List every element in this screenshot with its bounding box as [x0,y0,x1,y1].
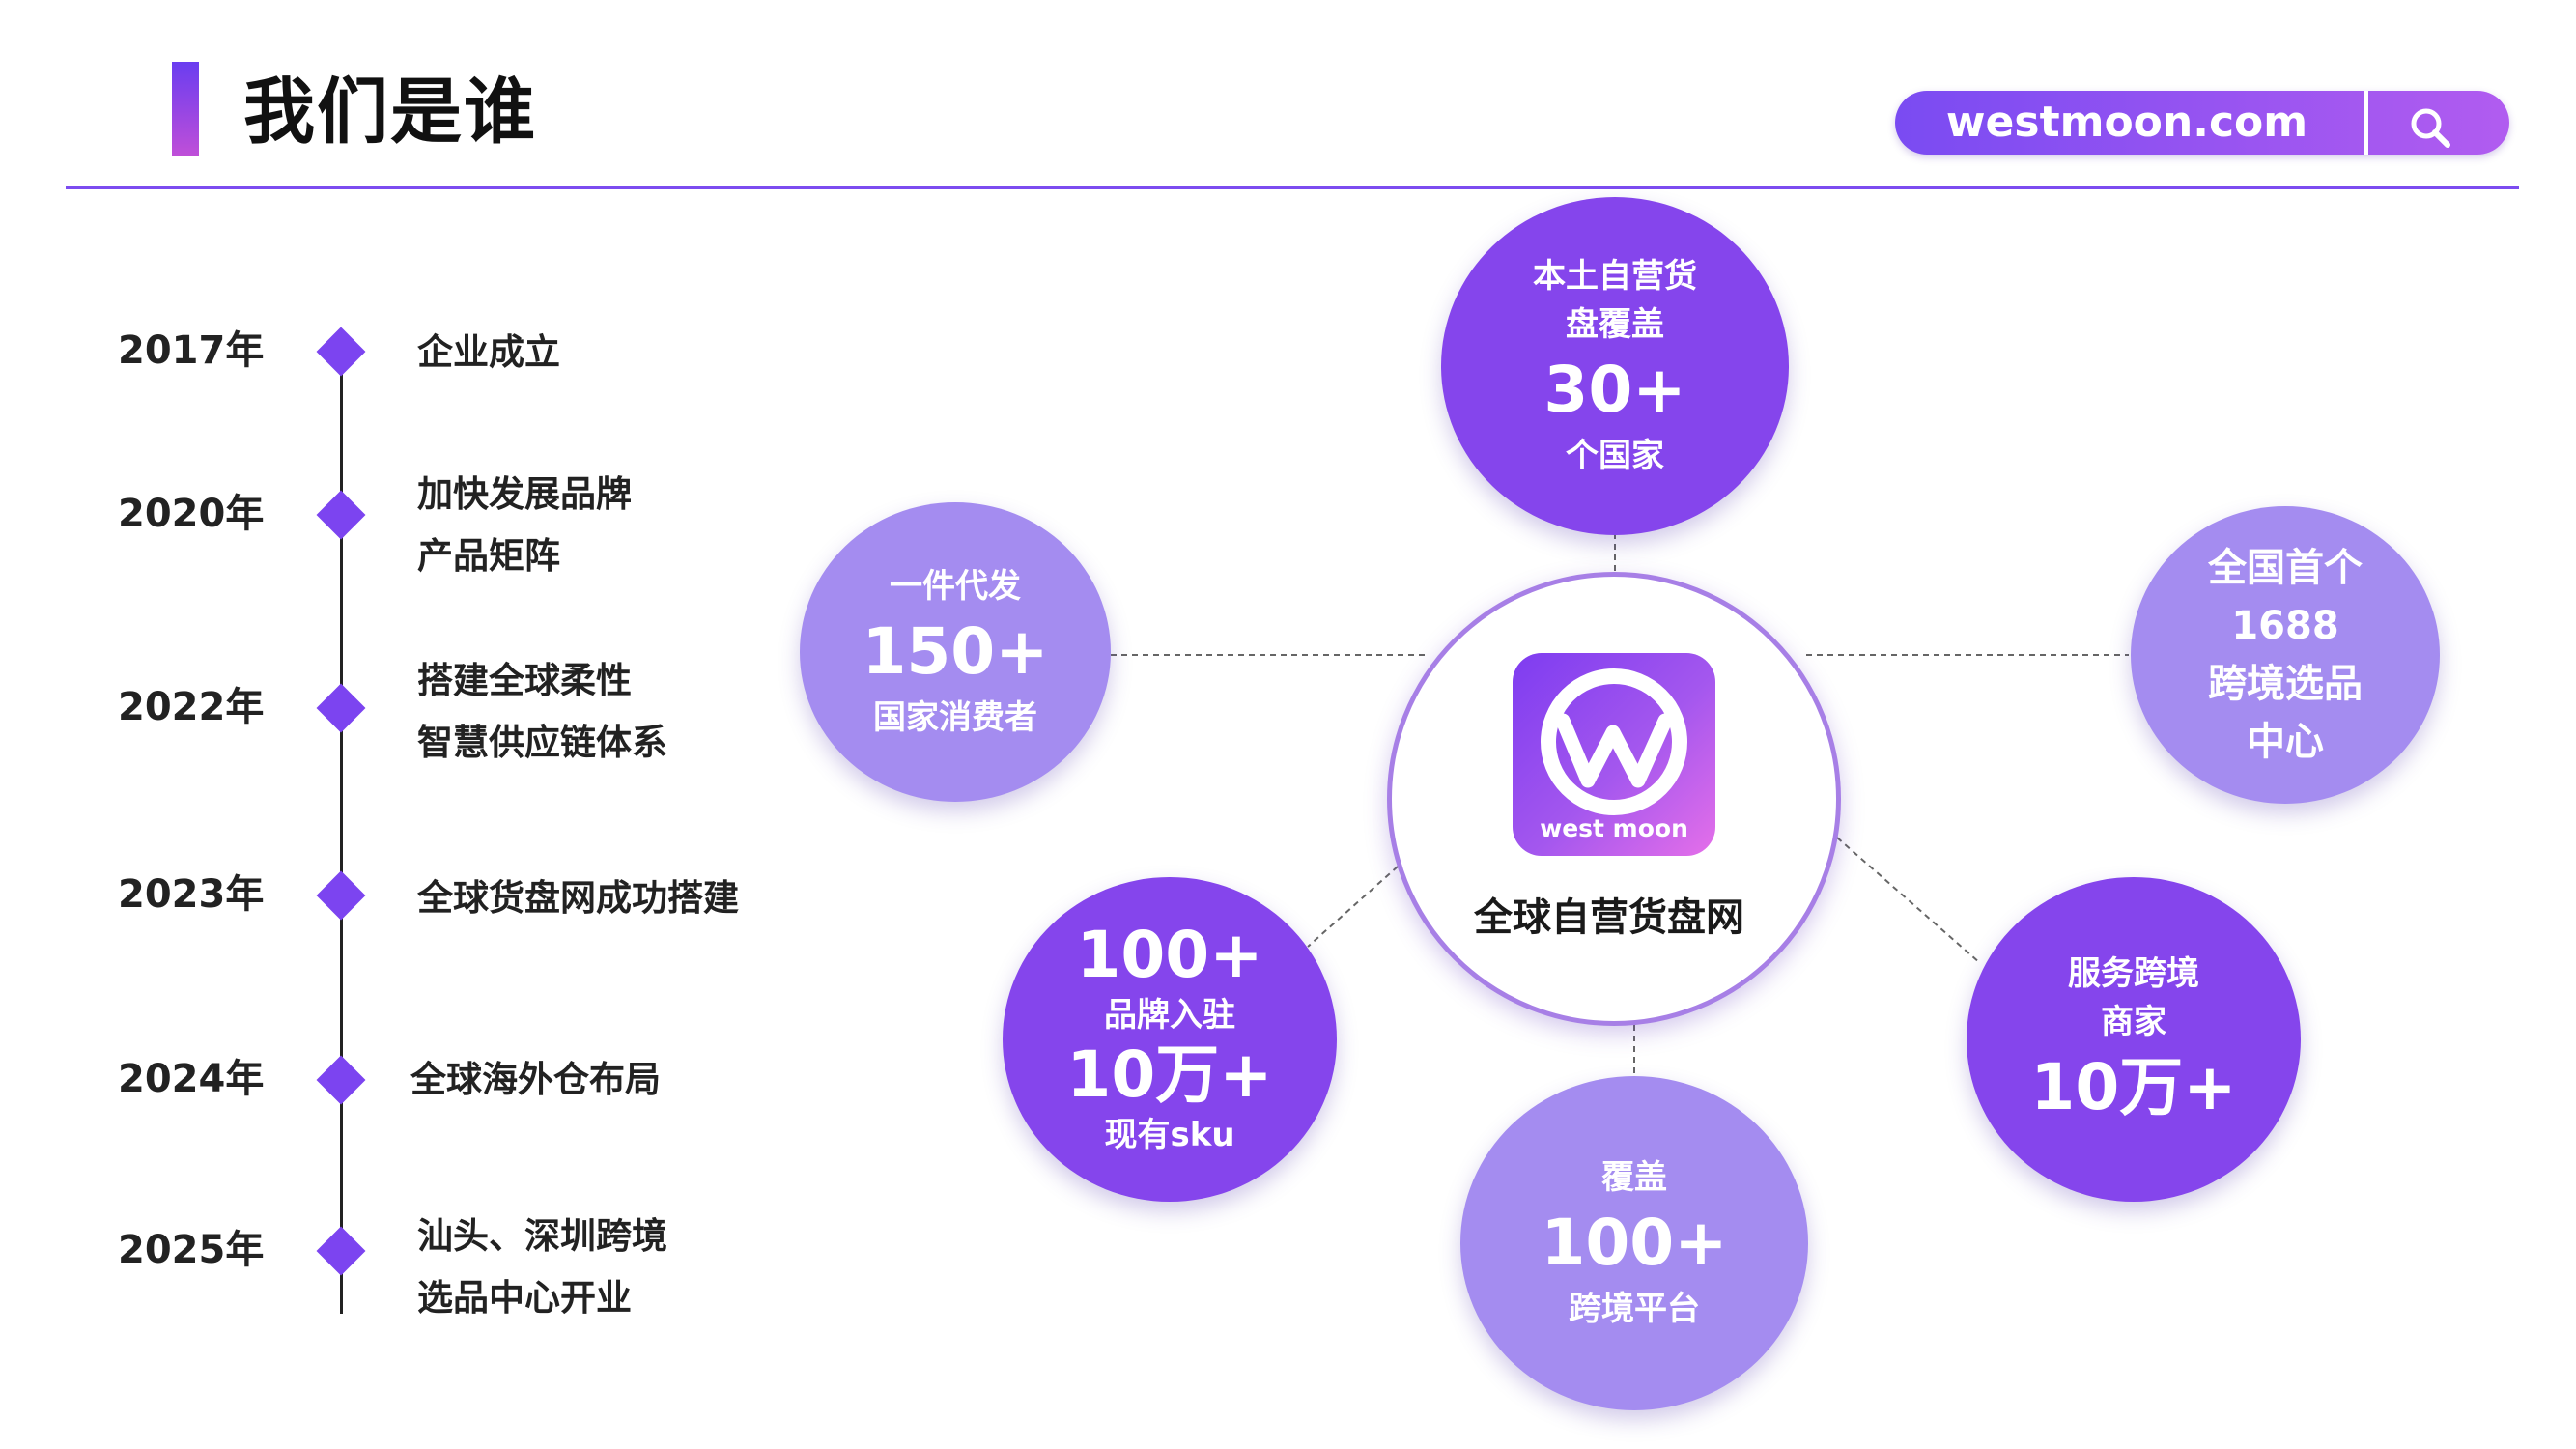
stat-circle-platforms: 覆盖 100+ 跨境平台 [1460,1076,1808,1410]
stat-circle-brands-sku: 100+ 品牌入驻 10万+ 现有sku [1003,877,1337,1202]
westmoon-logo: west moon [1513,653,1715,856]
stat-circle-consumers: 一件代发 150+ 国家消费者 [800,502,1111,802]
timeline-year: 2020年 [118,492,265,536]
connector-bottom-left [1307,866,1399,948]
header-divider [66,186,2519,189]
timeline-line [340,348,343,1314]
logo-w-icon [1541,668,1687,815]
stat-number: 10万+ [2030,1050,2237,1124]
stat-label: 一件代发 [890,567,1021,606]
center-title: 全球自营货盘网 [1474,895,1744,940]
timeline-event: 企业成立 [417,331,560,373]
search-divider [2364,91,2368,155]
stat-label: 品牌入驻 [1104,996,1235,1035]
stat-label: 1688 [2231,604,2339,648]
stat-number: 30+ [1543,353,1686,427]
stat-number: 10万+ [1066,1037,1273,1112]
page-title: 我们是谁 [243,71,537,154]
timeline-event: 搭建全球柔性 智慧供应链体系 [417,660,667,763]
search-url-text[interactable]: westmoon.com [1945,98,2308,147]
stat-label: 本土自营货 [1533,257,1697,296]
stat-label: 跨境平台 [1569,1290,1700,1328]
stat-label: 现有sku [1104,1116,1235,1154]
stat-label: 盘覆盖 [1566,305,1664,344]
stat-circle-1688-center: 全国首个 1688 跨境选品 中心 [2131,506,2440,804]
stat-circle-countries: 本土自营货 盘覆盖 30+ 个国家 [1441,197,1789,535]
search-icon[interactable] [2405,102,2457,155]
stat-label: 商家 [2101,1003,2166,1041]
timeline-event: 全球海外仓布局 [410,1059,661,1100]
stat-number: 100+ [1541,1206,1728,1280]
stat-label: 跨境选品 [2208,662,2363,706]
connector-bottom-right [1836,837,1981,964]
timeline-event: 加快发展品牌 产品矩阵 [417,473,632,577]
logo-text: west moon [1540,814,1688,842]
stat-label: 中心 [2247,720,2324,764]
search-bar[interactable]: westmoon.com [1895,91,2509,155]
stat-label: 个国家 [1566,437,1664,475]
stat-label: 国家消费者 [873,698,1037,737]
timeline-year: 2023年 [118,872,265,917]
stat-label: 覆盖 [1601,1158,1667,1197]
timeline-year: 2024年 [118,1057,265,1101]
timeline-year: 2017年 [118,328,265,373]
stat-circle-merchants: 服务跨境 商家 10万+ [1967,877,2301,1202]
stat-number: 100+ [1076,918,1263,992]
stat-label: 全国首个 [2208,546,2363,590]
timeline-event: 全球货盘网成功搭建 [417,877,739,919]
timeline-event: 汕头、深圳跨境 选品中心开业 [417,1215,667,1319]
timeline-year: 2025年 [118,1228,265,1272]
timeline-year: 2022年 [118,685,265,729]
title-accent-bar [172,62,199,156]
stat-label: 服务跨境 [2068,954,2199,993]
stat-number: 150+ [862,614,1049,689]
